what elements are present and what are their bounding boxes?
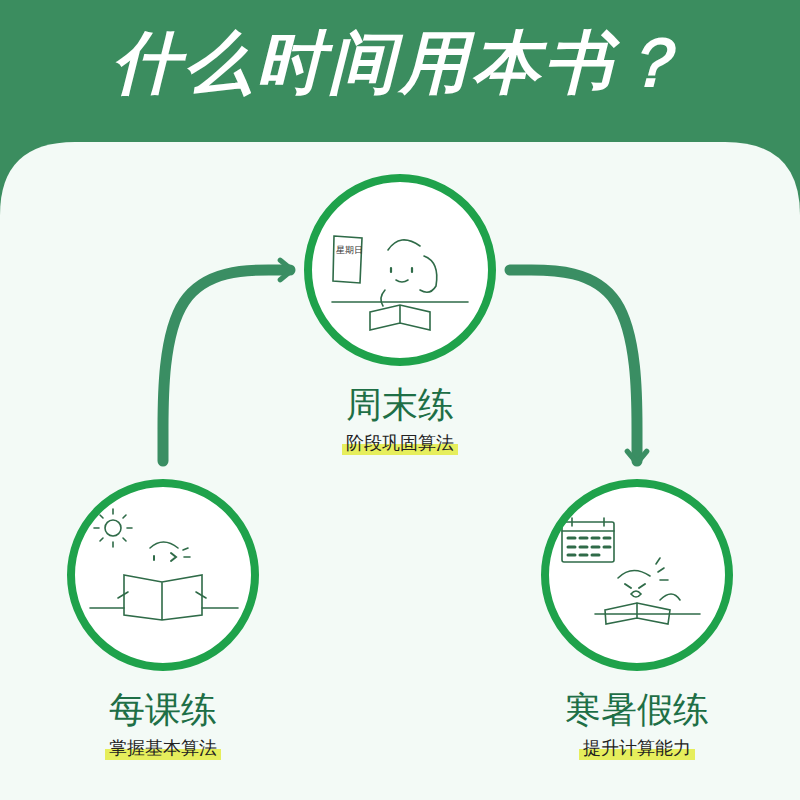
note-text: 星期日 bbox=[336, 246, 363, 255]
stage-circle bbox=[63, 475, 263, 675]
stage-heading: 每课练 bbox=[59, 689, 267, 730]
head-top bbox=[618, 570, 650, 578]
motion-marks bbox=[183, 548, 190, 557]
flow-arrow bbox=[510, 270, 637, 461]
desk-line bbox=[332, 301, 468, 303]
stage-heading: 周末练 bbox=[296, 384, 504, 425]
circle-fill bbox=[308, 178, 492, 362]
circle-outline bbox=[71, 483, 255, 667]
head-top bbox=[150, 542, 178, 548]
content-panel bbox=[0, 142, 800, 800]
stage-node: 每课练掌握基本算法 bbox=[59, 475, 267, 760]
shock-marks bbox=[656, 558, 668, 580]
stage-subtitle: 提升计算能力 bbox=[579, 736, 695, 759]
stage-circle bbox=[300, 170, 500, 370]
note-paper bbox=[333, 236, 362, 283]
eyes bbox=[154, 553, 176, 561]
desk-line bbox=[90, 607, 238, 609]
sun bbox=[105, 520, 121, 536]
calendar bbox=[562, 522, 614, 562]
desk-and-hand bbox=[595, 594, 700, 614]
stage-circle bbox=[537, 475, 737, 675]
circle-outline bbox=[545, 483, 729, 667]
stage-node: 寒暑假练提升计算能力 bbox=[533, 475, 741, 760]
page-title: 什么时间用本书？ bbox=[0, 22, 800, 104]
stage-subtitle: 阶段巩固算法 bbox=[342, 431, 458, 454]
calendar-top bbox=[562, 518, 614, 531]
book bbox=[370, 305, 430, 330]
flow-arrow bbox=[163, 270, 290, 461]
stage-heading: 寒暑假练 bbox=[533, 689, 741, 730]
circle-fill bbox=[71, 483, 255, 667]
mouth bbox=[396, 280, 408, 282]
circle-fill bbox=[545, 483, 729, 667]
stage-node: 周末练阶段巩固算法 bbox=[296, 170, 504, 455]
lesson-illustration bbox=[90, 509, 238, 620]
stage-subtitle: 掌握基本算法 bbox=[105, 736, 221, 759]
circle-outline bbox=[308, 178, 492, 362]
open-mouth bbox=[631, 591, 641, 597]
open-book bbox=[124, 575, 202, 620]
eyes bbox=[625, 584, 645, 588]
holiday-illustration bbox=[562, 518, 700, 624]
weekend-illustration bbox=[332, 236, 468, 330]
sun-rays bbox=[94, 509, 132, 547]
arm bbox=[381, 256, 437, 306]
head-top bbox=[388, 240, 420, 250]
hands bbox=[118, 592, 206, 598]
eyes bbox=[391, 268, 412, 272]
calendar-days bbox=[568, 538, 610, 555]
